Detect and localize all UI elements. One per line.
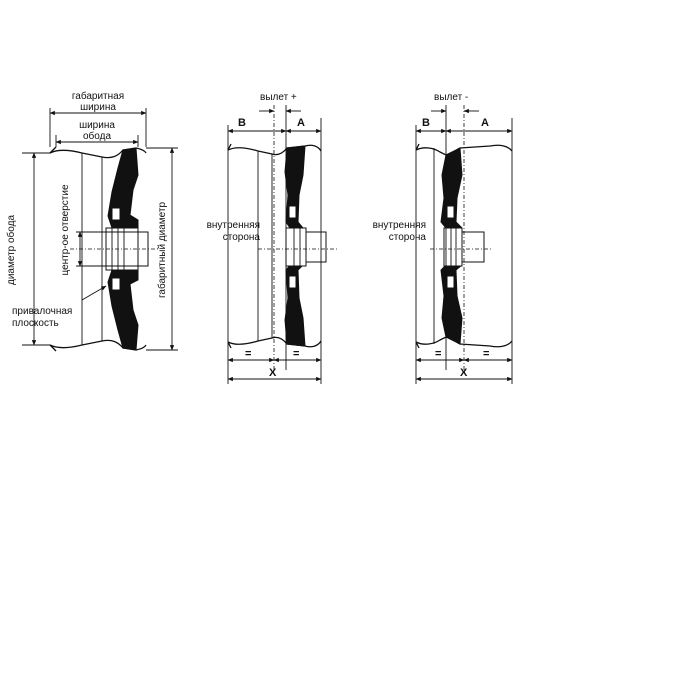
overall-width-label-line2: ширина — [80, 102, 116, 113]
inner-side-label-line2: сторона — [389, 232, 427, 243]
dim-b-label: B — [422, 117, 430, 129]
wheel-profile — [227, 143, 327, 349]
offset-positive-label: вылет + — [260, 92, 297, 103]
dim-x-label: X — [460, 367, 468, 379]
dim-a-label: A — [481, 117, 489, 129]
equal-left-mark: = — [435, 348, 441, 360]
equal-left-mark: = — [245, 348, 251, 360]
inner-side-label-line1: внутренняя — [373, 220, 426, 231]
equal-right-mark: = — [293, 348, 299, 360]
overall-width-label-line1: габаритная — [72, 90, 124, 102]
overall-diameter-label: габаритный диаметр — [156, 202, 168, 299]
positive-offset-diagram: вылет + B A внутренняя сторона = = X — [207, 92, 338, 384]
rim-width-label-line1: ширина — [79, 120, 115, 131]
dim-a-label: A — [297, 117, 305, 129]
inner-side-label-line2: сторона — [223, 232, 261, 243]
mounting-surface-label-line1: привалочная — [12, 306, 72, 317]
rim-width-label-line2: обода — [83, 130, 111, 142]
rim-diameter-label: диаметр обода — [5, 215, 17, 285]
dim-b-label: B — [238, 117, 246, 129]
offset-negative-label: вылет - — [434, 92, 468, 103]
equal-right-mark: = — [483, 348, 489, 360]
center-bore-label: центр-ое отверстие — [60, 184, 71, 275]
mounting-surface-label-line2: плоскость — [12, 318, 59, 329]
dim-x-label: X — [269, 367, 277, 379]
wheel-section-dimensions: габаритная ширина ширина обода диаметр о… — [5, 90, 178, 352]
negative-offset-diagram: вылет - B A внутренняя сторона = = X — [373, 92, 513, 384]
inner-side-label-line1: внутренняя — [207, 220, 260, 231]
